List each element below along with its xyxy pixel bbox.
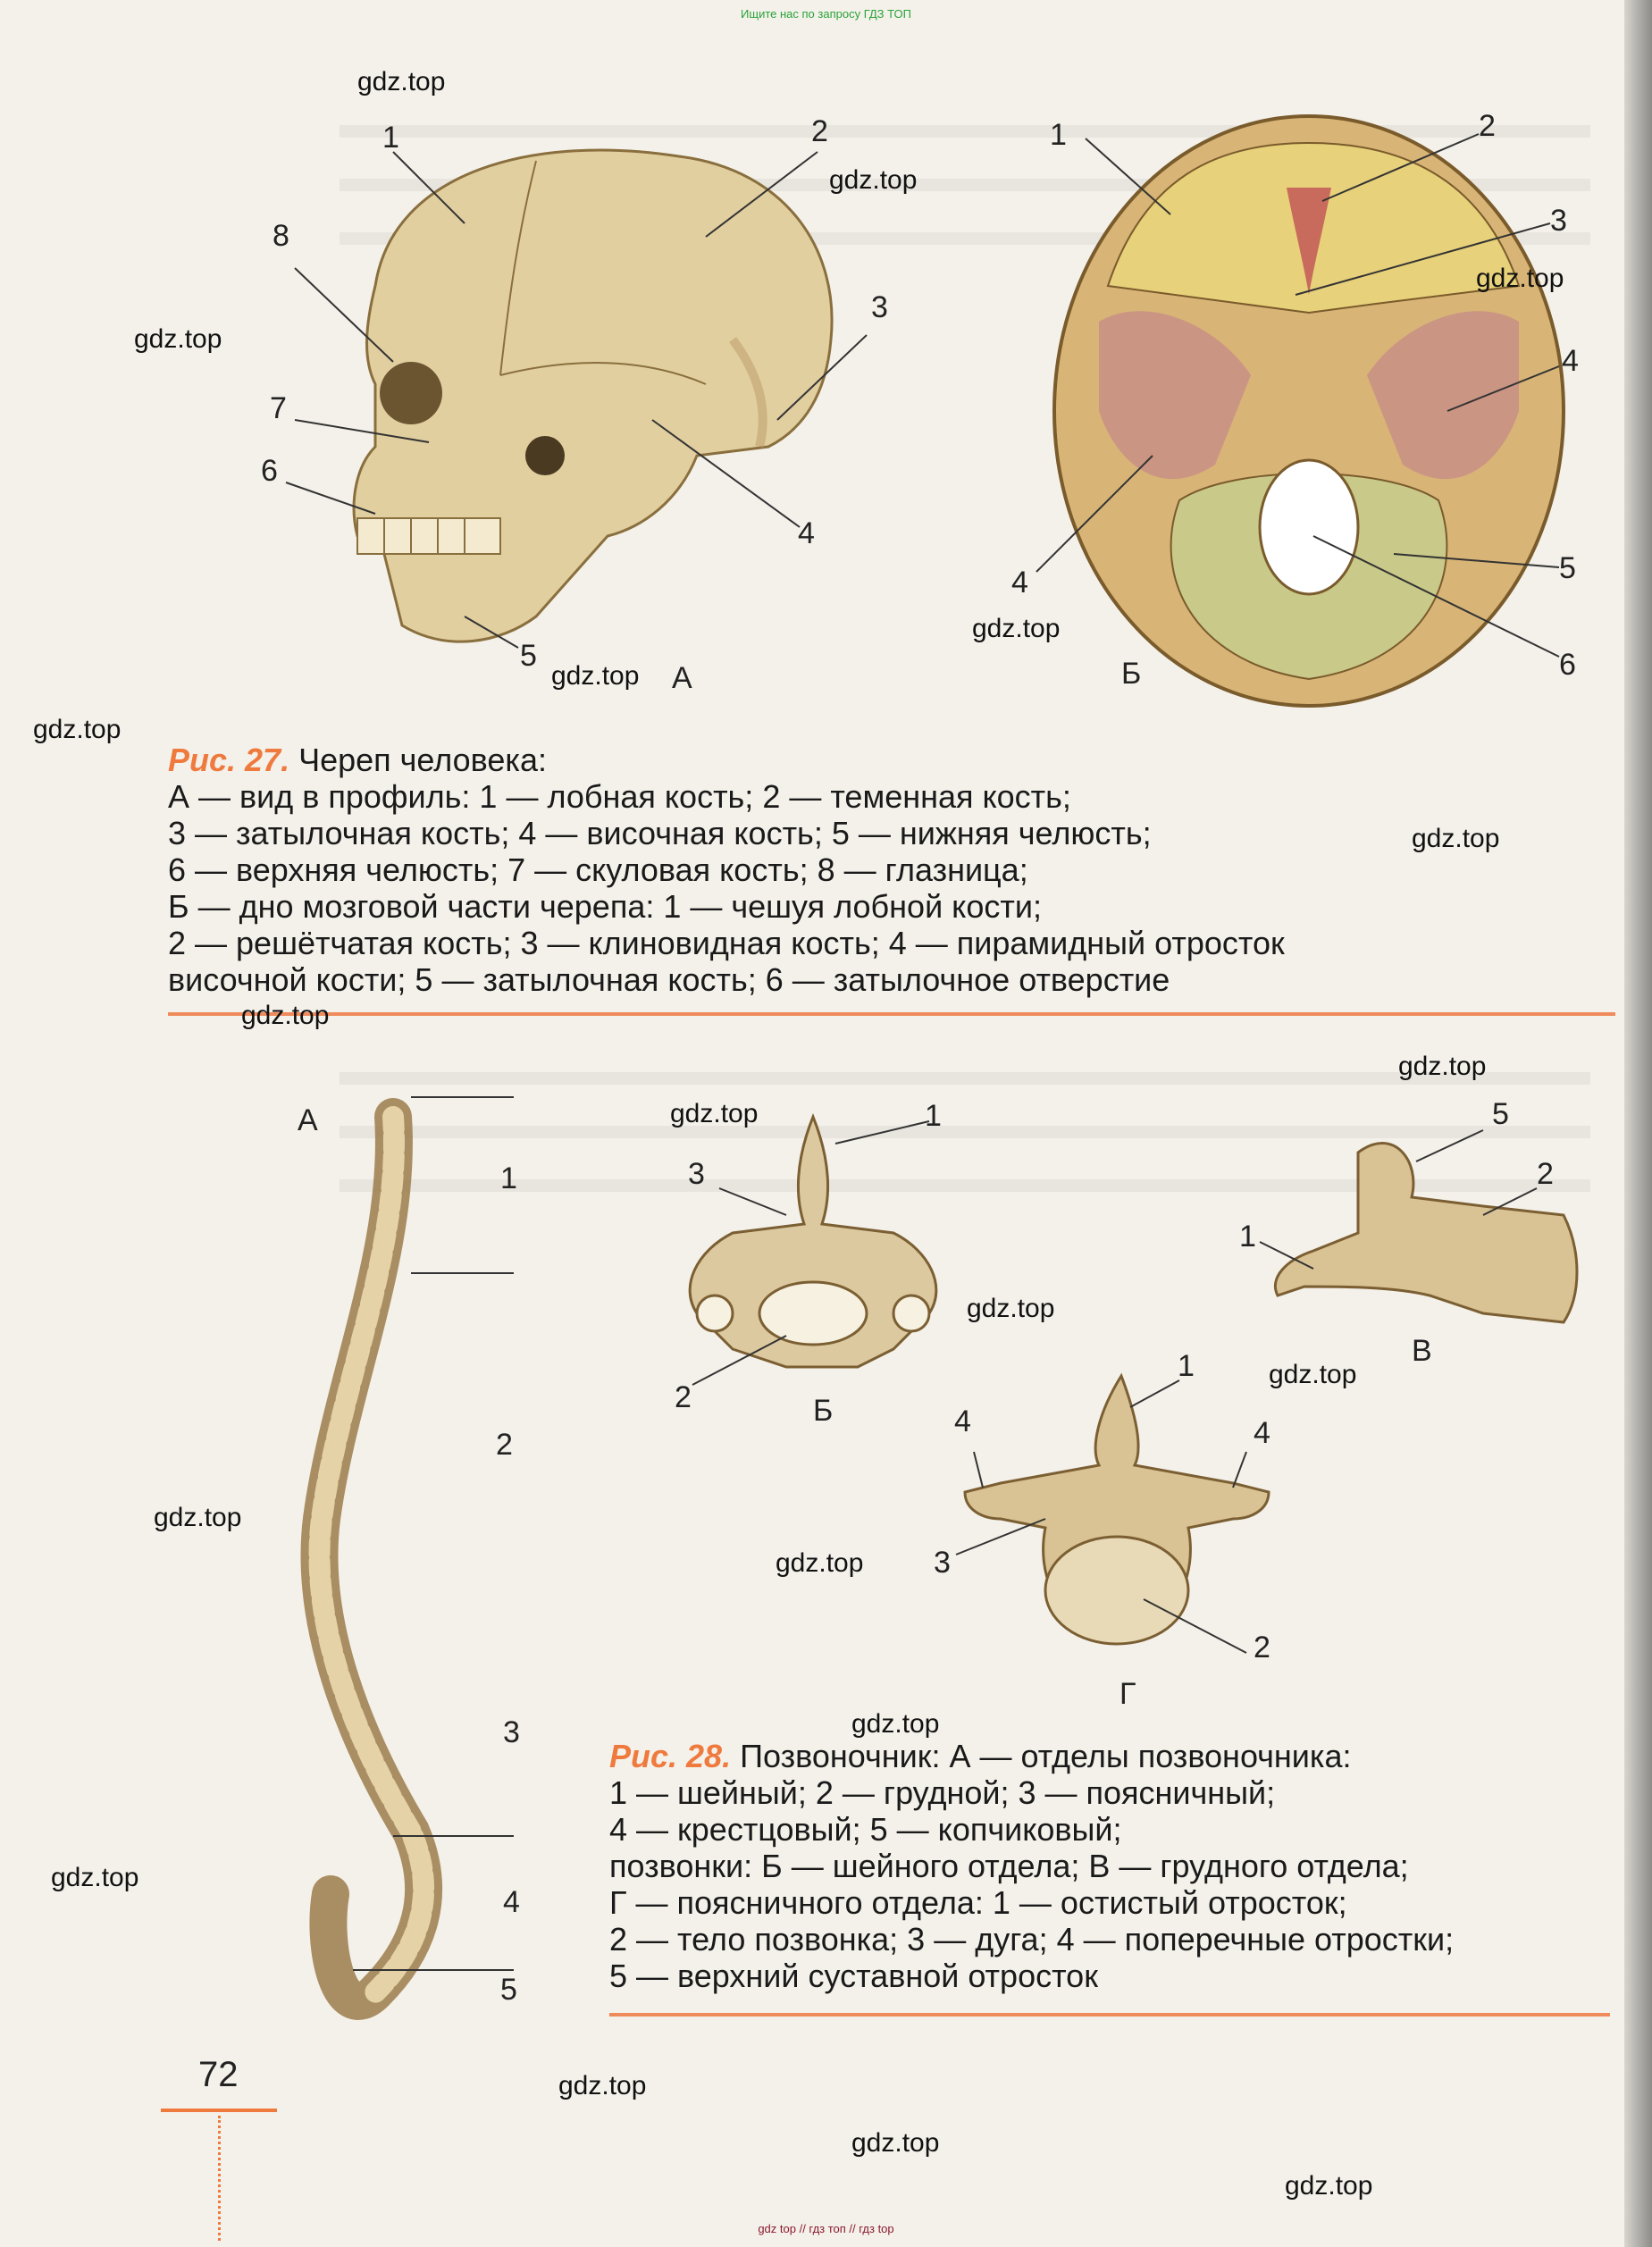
skull-profile-leaders [285, 151, 868, 649]
spine-label-2: 2 [496, 1428, 513, 1462]
skull-a-label-4: 4 [798, 516, 815, 550]
vertebra-cervical-leaders [692, 1120, 930, 1386]
vertebra-lumbar-figure [963, 1372, 1270, 1646]
fig28-caption-text-0: Позвоночник: А — отделы позвоночника: [740, 1738, 1352, 1774]
spine-figure [300, 1098, 443, 2020]
spine-label-5: 5 [500, 1973, 517, 2007]
thoracic-view-letter: В [1412, 1334, 1432, 1368]
spine-view-letter: А [298, 1103, 318, 1137]
watermark: gdz.top [33, 715, 122, 744]
watermark: gdz.top [851, 1709, 940, 1739]
fig27-caption-text-0: Череп человека: [298, 742, 547, 778]
fig27-caption-line-3: 6 — верхняя челюсть; 7 — скуловая кость;… [168, 851, 1028, 888]
watermark: gdz.top [829, 165, 918, 195]
spine-label-4: 4 [503, 1885, 520, 1919]
fig27-caption-line-5: 2 — решётчатая кость; 3 — клиновидная ко… [168, 925, 1285, 961]
top-banner: Ищите нас по запросу ГДЗ ТОП [741, 7, 911, 21]
skull-base-figure [1052, 114, 1565, 708]
skull-a-view-letter: А [672, 661, 692, 695]
skull-base-leaders [1036, 133, 1560, 658]
skull-a-label-3: 3 [871, 290, 888, 324]
page-number-rule [161, 2109, 277, 2112]
bottom-banner: gdz top // гдз топ // гдз top [758, 2222, 894, 2235]
fig28-caption-line-5: 2 — тело позвонка; 3 — дуга; 4 — попереч… [609, 1921, 1455, 1958]
watermark: gdz.top [670, 1099, 759, 1128]
skull-a-label-7: 7 [270, 391, 287, 425]
lumbar-label-4b: 4 [1254, 1416, 1270, 1450]
vertebra-thoracic-leaders [1259, 1129, 1538, 1270]
watermark: gdz.top [851, 2128, 940, 2158]
page-number-dots [218, 2116, 221, 2241]
watermark: gdz.top [1285, 2171, 1373, 2201]
watermark: gdz.top [241, 1001, 330, 1030]
thoracic-label-1: 1 [1239, 1220, 1256, 1253]
cervical-label-3: 3 [688, 1157, 705, 1191]
spine-label-1: 1 [500, 1161, 517, 1195]
page-number: 72 [198, 2055, 239, 2094]
fig28-caption-line-4: Г — поясничного отдела: 1 — остистый отр… [609, 1884, 1347, 1921]
fig28-caption-line-2: 4 — крестцовый; 5 — копчиковый; [609, 1811, 1122, 1848]
vertebra-cervical-figure [688, 1112, 938, 1369]
lumbar-label-1: 1 [1178, 1349, 1195, 1383]
spine-label-3: 3 [503, 1715, 520, 1749]
watermark: gdz.top [972, 614, 1061, 643]
thoracic-label-5: 5 [1492, 1097, 1509, 1131]
fig27-title: Рис. 27. [168, 742, 290, 778]
spine-leaders [353, 1096, 514, 1971]
skull-a-label-2: 2 [811, 114, 828, 148]
fig28-divider [609, 2013, 1610, 2016]
fig27-caption-line-0: Рис. 27. Череп человека: [168, 742, 1285, 778]
skull-a-label-8: 8 [273, 219, 289, 253]
watermark: gdz.top [558, 2071, 647, 2100]
watermark: gdz.top [1476, 264, 1564, 293]
vertebra-lumbar-leaders [955, 1379, 1247, 1654]
fig27-caption: Рис. 27. Череп человека: А — вид в профи… [168, 742, 1285, 998]
fig28-caption-line-1: 1 — шейный; 2 — грудной; 3 — поясничный; [609, 1774, 1276, 1811]
fig28-caption-line-6: 5 — верхний суставной отросток [609, 1958, 1098, 1994]
fig27-caption-line-4: Б — дно мозговой части черепа: 1 — чешуя… [168, 888, 1042, 925]
skull-b-label-3: 3 [1550, 204, 1567, 238]
watermark: gdz.top [776, 1548, 864, 1578]
watermark: gdz.top [967, 1294, 1055, 1323]
skull-b-label-5: 5 [1559, 551, 1576, 585]
thoracic-label-2: 2 [1537, 1157, 1554, 1191]
lumbar-label-3: 3 [934, 1546, 951, 1580]
cervical-label-1: 1 [925, 1099, 942, 1133]
lumbar-label-2: 2 [1254, 1631, 1270, 1664]
fig28-title: Рис. 28. [609, 1738, 732, 1774]
skull-b-label-1: 1 [1050, 118, 1067, 152]
vertebra-thoracic-figure [1273, 1142, 1579, 1324]
fig27-caption-line-2: 3 — затылочная кость; 4 — височная кость… [168, 815, 1152, 851]
watermark: gdz.top [154, 1503, 242, 1532]
section-divider [168, 1012, 1615, 1016]
cervical-label-2: 2 [675, 1380, 692, 1414]
skull-b-label-4b: 4 [1011, 566, 1028, 599]
cervical-view-letter: Б [813, 1394, 834, 1428]
skull-profile-figure [352, 148, 834, 643]
skull-b-label-6: 6 [1559, 648, 1576, 682]
fig28-caption-line-0: Рис. 28. Позвоночник: А — отделы позвоно… [609, 1738, 1454, 1774]
fig27-caption-line-6: височной кости; 5 — затылочная кость; 6 … [168, 961, 1170, 998]
watermark: gdz.top [1412, 824, 1500, 853]
skull-a-label-5: 5 [520, 639, 537, 673]
fig28-caption: Рис. 28. Позвоночник: А — отделы позвоно… [609, 1738, 1454, 1994]
watermark: gdz.top [551, 661, 640, 691]
fig27-caption-line-1: А — вид в профиль: 1 — лобная кость; 2 —… [168, 778, 1071, 815]
fig28-caption-line-3: позвонки: Б — шейного отдела; В — грудно… [609, 1848, 1409, 1884]
lumbar-label-4: 4 [954, 1404, 971, 1438]
skull-b-label-2: 2 [1479, 109, 1496, 143]
watermark: gdz.top [1398, 1052, 1487, 1081]
watermark: gdz.top [1269, 1360, 1357, 1389]
skull-b-label-4: 4 [1562, 344, 1579, 378]
skull-a-label-6: 6 [261, 454, 278, 488]
watermark: gdz.top [357, 67, 446, 96]
watermark: gdz.top [134, 324, 222, 354]
skull-a-label-1: 1 [382, 121, 399, 155]
page-edge [1624, 0, 1652, 2247]
lumbar-view-letter: Г [1120, 1677, 1136, 1711]
watermark: gdz.top [51, 1863, 139, 1892]
skull-b-view-letter: Б [1121, 657, 1142, 691]
